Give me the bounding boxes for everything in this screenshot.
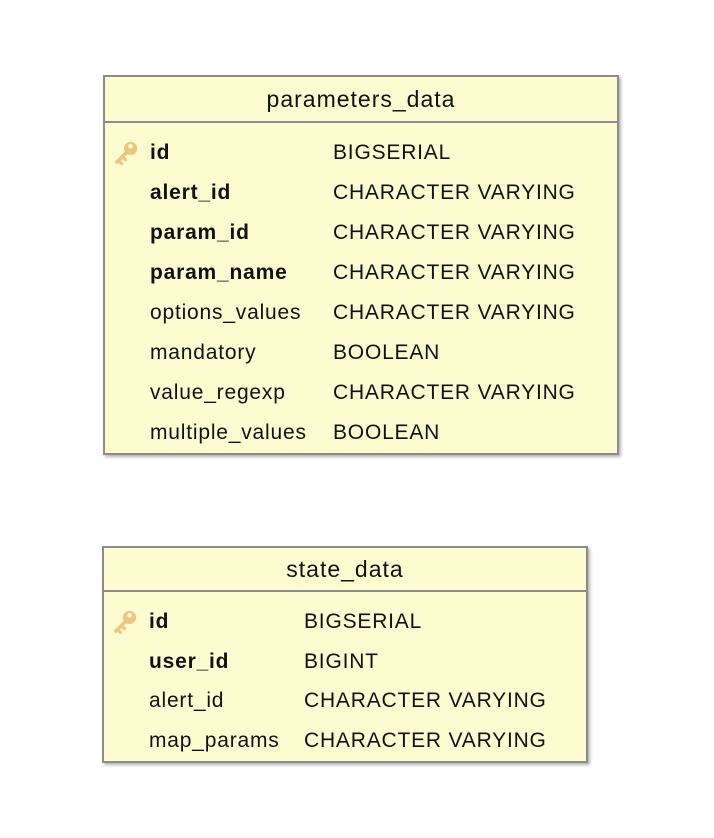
column-type: BIGSERIAL [304, 609, 423, 633]
table-row[interactable]: id BIGSERIAL [104, 602, 586, 642]
column-type: BOOLEAN [333, 421, 441, 444]
entity-header[interactable]: state_data [104, 548, 586, 592]
entity-parameters-data[interactable]: parameters_data id BIGSERIAL [103, 75, 619, 455]
key-slot [105, 378, 150, 408]
column-name: map_params [149, 729, 280, 753]
key-slot [105, 338, 150, 368]
key-slot [105, 418, 150, 448]
column-name: user_id [149, 649, 230, 673]
column-type: CHARACTER VARYING [304, 729, 547, 753]
column-name: alert_id [150, 181, 232, 204]
entity-state-data[interactable]: state_data id BIGSERIAL [102, 546, 588, 763]
primary-key-icon [114, 141, 138, 166]
column-type: CHARACTER VARYING [333, 181, 576, 204]
table-row[interactable]: alert_id CHARACTER VARYING [105, 173, 617, 213]
entity-columns: id BIGSERIAL alert_id CHARACTER VARYING [105, 123, 617, 453]
table-row[interactable]: user_id BIGINT [104, 642, 586, 682]
key-slot [105, 178, 150, 208]
entity-title: state_data [286, 555, 404, 582]
table-row[interactable]: param_name CHARACTER VARYING [105, 253, 617, 293]
column-type: BIGSERIAL [333, 141, 452, 164]
key-slot [105, 218, 150, 248]
key-slot [104, 726, 149, 756]
column-name: alert_id [149, 689, 225, 713]
entity-title: parameters_data [266, 85, 456, 112]
column-type: CHARACTER VARYING [333, 221, 576, 244]
table-row[interactable]: alert_id CHARACTER VARYING [104, 682, 586, 722]
column-name: id [149, 609, 170, 633]
column-name: value_regexp [150, 381, 286, 404]
key-slot [104, 607, 149, 637]
table-row[interactable]: options_values CHARACTER VARYING [105, 293, 617, 333]
entity-header[interactable]: parameters_data [105, 77, 617, 123]
key-slot [105, 298, 150, 328]
table-row[interactable]: multiple_values BOOLEAN [105, 413, 617, 453]
column-type: CHARACTER VARYING [333, 381, 576, 404]
column-name: mandatory [150, 341, 257, 364]
table-row[interactable]: map_params CHARACTER VARYING [104, 721, 586, 761]
column-name: options_values [150, 301, 302, 324]
table-row[interactable]: param_id CHARACTER VARYING [105, 213, 617, 253]
column-type: CHARACTER VARYING [304, 689, 547, 713]
column-name: param_id [150, 221, 250, 244]
table-row[interactable]: value_regexp CHARACTER VARYING [105, 373, 617, 413]
column-type: BIGINT [304, 649, 379, 673]
column-name: multiple_values [150, 421, 307, 444]
key-slot [104, 647, 149, 677]
column-type: CHARACTER VARYING [333, 301, 576, 324]
column-name: param_name [150, 261, 288, 284]
entity-columns: id BIGSERIAL user_id BIGINT [104, 592, 586, 761]
key-slot [105, 138, 150, 168]
column-type: CHARACTER VARYING [333, 261, 576, 284]
key-slot [104, 686, 149, 716]
key-slot [105, 258, 150, 288]
primary-key-icon [113, 610, 137, 635]
table-row[interactable]: id BIGSERIAL [105, 133, 617, 173]
column-name: id [150, 141, 171, 164]
column-type: BOOLEAN [333, 341, 441, 364]
table-row[interactable]: mandatory BOOLEAN [105, 333, 617, 373]
